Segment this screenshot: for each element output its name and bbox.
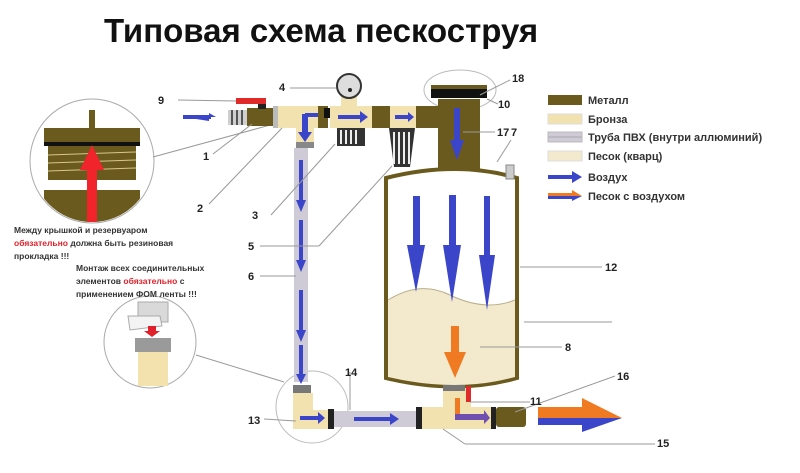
legend-swatch-metal xyxy=(548,95,582,105)
ball-valve-handle-icon xyxy=(236,98,266,104)
leader-lines xyxy=(177,79,655,445)
callout-10: 10 xyxy=(498,99,510,111)
sand-tank xyxy=(384,164,519,389)
pvc-pipe-vertical xyxy=(294,148,308,384)
fum-note-line3: применением ФОМ ленты !!! xyxy=(76,289,197,299)
legend-swatch-sand xyxy=(547,150,583,162)
sand-valve-icon xyxy=(466,386,471,402)
legend-label-sand: Песок (кварц) xyxy=(588,151,663,163)
pressure-gauge-icon xyxy=(336,73,362,99)
callout-2: 2 xyxy=(197,203,203,215)
manifold xyxy=(273,73,438,167)
callout-9: 9 xyxy=(158,95,164,107)
bottom-elbow xyxy=(293,385,334,429)
gasket-note-line3: прокладка !!! xyxy=(14,251,70,261)
tank-neck xyxy=(431,85,487,171)
outlet-arrow-icon xyxy=(538,398,622,432)
legend-label-pvc: Труба ПВХ (внутри аллюминий) xyxy=(588,132,762,144)
diagram-title: Типовая схема пескоструя xyxy=(104,12,539,49)
callout-3: 3 xyxy=(252,210,258,222)
callout-16: 16 xyxy=(617,371,629,383)
legend-sand-air-arrow-icon xyxy=(548,190,582,196)
callout-1: 1 xyxy=(203,151,209,163)
callout-18: 18 xyxy=(512,73,524,85)
fum-note-line1: Монтаж всех соединительных xyxy=(76,263,205,273)
fum-tape-note: Монтаж всех соединительных элементов обя… xyxy=(76,262,204,301)
mixer-tee xyxy=(416,385,526,429)
gasket-detail-circle xyxy=(29,98,297,224)
callout-14: 14 xyxy=(345,367,358,379)
callout-7: 7 xyxy=(511,127,517,139)
callout-11: 11 xyxy=(530,396,542,408)
legend-label-sand-air: Песок с воздухом xyxy=(588,191,685,203)
callout-5: 5 xyxy=(248,241,254,253)
legend-label-air: Воздух xyxy=(588,172,628,184)
fum-note-line2-post: с xyxy=(177,276,185,286)
fum-note-line2-pre: элементов xyxy=(76,276,124,286)
callout-8: 8 xyxy=(565,342,571,354)
gasket-note: Между крышкой и резервуаром обязательно … xyxy=(14,224,173,263)
inlet-assembly xyxy=(183,98,277,126)
sand-flow-arrow-icon xyxy=(444,326,466,378)
legend: Металл Бронза Труба ПВХ (внутри аллюмини… xyxy=(547,95,762,203)
fum-tape-detail-circle xyxy=(103,295,285,389)
callout-6: 6 xyxy=(248,271,254,283)
legend-label-metal: Металл xyxy=(588,95,629,107)
callouts: 9 1 2 3 4 5 6 7 8 10 11 12 13 14 15 16 1… xyxy=(158,73,669,450)
pressure-arrow-icon xyxy=(80,145,104,222)
callout-17: 17 xyxy=(497,127,509,139)
gasket-note-line2: должна быть резиновая xyxy=(67,238,174,248)
callout-12: 12 xyxy=(605,262,617,274)
gasket-note-emphasis: обязательно xyxy=(14,238,68,248)
legend-swatch-bronze xyxy=(547,113,583,125)
nozzle xyxy=(496,407,526,427)
callout-13: 13 xyxy=(248,415,260,427)
callout-4: 4 xyxy=(279,82,286,94)
air-arrow-icon xyxy=(183,115,211,119)
fum-note-emphasis: обязательно xyxy=(123,276,178,286)
legend-air-arrow-icon xyxy=(548,171,582,183)
callout-15: 15 xyxy=(657,438,669,450)
elbow-detail-circle xyxy=(275,370,349,444)
legend-label-bronze: Бронза xyxy=(588,114,628,126)
gasket-note-line1: Между крышкой и резервуаром xyxy=(14,225,148,235)
pvc-pipe-horizontal xyxy=(334,411,416,427)
